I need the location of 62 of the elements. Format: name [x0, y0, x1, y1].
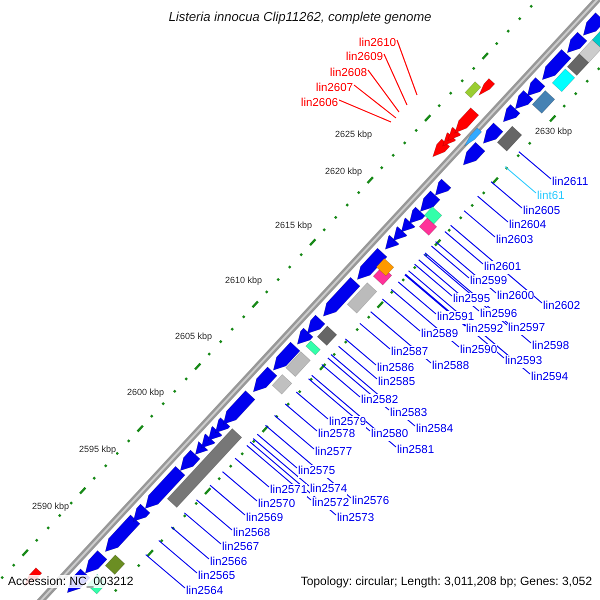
gene-label: lin2572 [312, 497, 350, 510]
gene-label: lin2595 [453, 293, 490, 306]
scale-label: 2630 kbp [535, 125, 572, 138]
gene-label: lin2592 [466, 323, 504, 336]
leader-line [274, 415, 314, 450]
leader-line [384, 54, 408, 106]
scale-label: 2600 kbp [127, 386, 164, 399]
gene-label: lin2571 [270, 484, 308, 497]
leader-line [359, 322, 390, 350]
scale-label: 2625 kbp [335, 128, 372, 141]
gene-label: lin2601 [484, 261, 522, 274]
leader-line [444, 231, 484, 264]
leader-line [338, 100, 392, 122]
gene-label: lin2599 [470, 275, 508, 288]
leader-line [477, 196, 508, 222]
gene-label: lin2593 [505, 355, 542, 368]
gene-label: lin2591 [437, 311, 474, 324]
scale-label: 2605 kbp [175, 330, 212, 343]
gene-label: lin2580 [371, 428, 408, 441]
gene-label: lin2589 [421, 328, 458, 341]
genome-summary-text: Topology: circular; Length: 3,011,208 bp; Genes: 3,052 [300, 575, 592, 588]
scale-label: 2615 kbp [275, 219, 312, 232]
leader-line [256, 434, 298, 468]
scale-label: 2620 kbp [325, 165, 362, 178]
gene-label: lin2596 [480, 308, 518, 321]
leader-line [504, 166, 536, 194]
leader-line [170, 526, 210, 560]
scale-label: 2610 kbp [225, 274, 262, 287]
gene-label: lin2582 [361, 394, 398, 407]
leader-line [464, 210, 496, 238]
leader-line [284, 404, 318, 432]
gene-label: lin2575 [298, 465, 336, 478]
scale-label: 2595 kbp [79, 443, 116, 456]
leader-line [234, 458, 270, 488]
leader-line [431, 246, 470, 278]
leader-line [145, 554, 186, 588]
accession-text: Accession: NC_003212 [8, 575, 134, 588]
leader-line [158, 540, 198, 574]
leader-line [345, 338, 376, 366]
gene-label: lin2583 [390, 407, 428, 420]
leader-line [396, 40, 418, 96]
gene-label: lin2574 [310, 483, 348, 496]
leader-line [382, 298, 420, 332]
leader-line [184, 512, 222, 544]
scale-label: 2590 kbp [32, 500, 70, 513]
leader-line [354, 84, 396, 118]
leader-line [210, 484, 246, 516]
leader-line [490, 181, 522, 208]
leader-line [196, 499, 232, 530]
leader-line [518, 151, 552, 180]
gene-label: lin2597 [508, 322, 546, 335]
leader-line [414, 264, 452, 296]
leader-line [338, 346, 378, 380]
gene-label: lin2587 [391, 346, 428, 359]
leader-line [398, 281, 436, 314]
leader-line [252, 438, 310, 486]
leader-line [296, 392, 328, 420]
map-title: Listeria innocua Clip11262, complete genome [168, 10, 432, 23]
gene-label: lin2579 [329, 416, 366, 429]
leader-line [321, 364, 360, 398]
leader-line [222, 471, 258, 502]
leader-line [368, 70, 400, 112]
